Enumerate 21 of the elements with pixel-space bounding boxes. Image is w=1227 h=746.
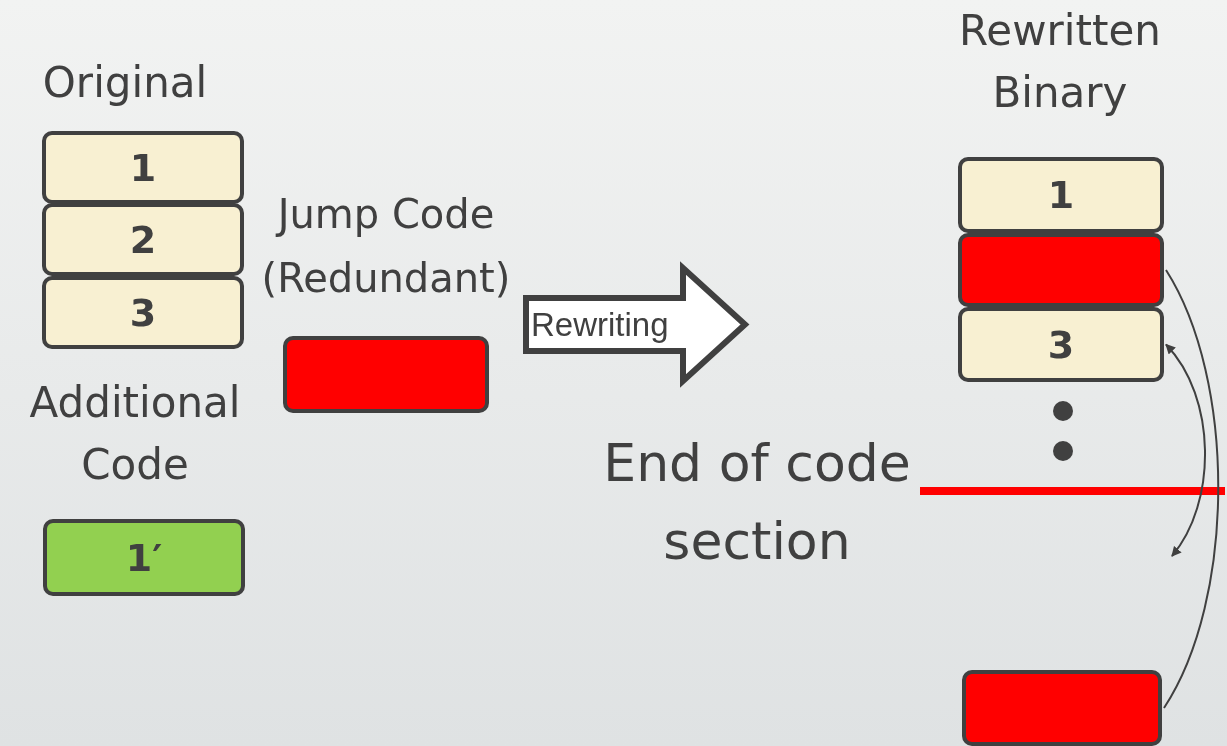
block-number: 1′: [125, 535, 163, 580]
column-heading: Additional Code: [28, 377, 242, 491]
additional-code-block: [43, 519, 245, 596]
block-number: 1: [1047, 173, 1075, 217]
block-number: 3: [129, 290, 157, 335]
block-number: 2: [129, 217, 157, 262]
block-caption: Jump Code (Redundant): [260, 190, 512, 303]
arrow-label: Rewriting: [531, 305, 669, 344]
column-heading: Original: [41, 57, 209, 109]
block-number: 1: [129, 145, 157, 190]
code-block: [42, 131, 244, 204]
jump-code-block: [962, 670, 1162, 746]
boundary-label: End of code section: [602, 432, 912, 573]
column-heading: Rewritten Binary: [958, 5, 1162, 119]
code-block: [42, 276, 244, 349]
block-number: 3: [1047, 322, 1075, 367]
code-block: [42, 203, 244, 276]
connector-arrow: [1165, 343, 1206, 557]
code-block: [958, 157, 1164, 233]
code-block: [958, 307, 1164, 382]
jump-code-block: [283, 336, 489, 413]
